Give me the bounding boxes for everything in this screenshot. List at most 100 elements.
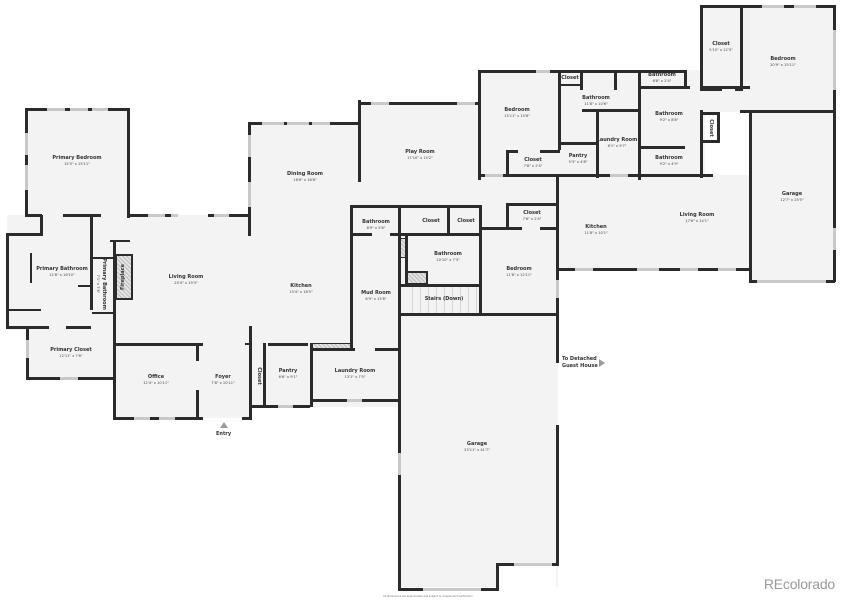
fill-garage-notch (499, 566, 556, 588)
window (485, 174, 503, 177)
window (762, 5, 784, 8)
room-label-closet-tiny: Closet (561, 75, 579, 82)
window (794, 5, 816, 8)
window (25, 133, 28, 155)
window (371, 102, 389, 105)
window (680, 268, 698, 271)
wall (558, 84, 580, 86)
wall (496, 563, 499, 591)
wall (702, 112, 720, 115)
wall (640, 86, 690, 89)
wall (478, 174, 713, 177)
wall (478, 70, 481, 180)
wall (229, 214, 251, 217)
window (556, 280, 559, 298)
window (637, 268, 659, 271)
wall (6, 233, 43, 236)
wall (310, 343, 313, 407)
wall (540, 227, 558, 230)
wall (749, 110, 752, 282)
window (47, 108, 65, 111)
window (833, 30, 836, 90)
room-label-fireplace: Fireplace (120, 263, 127, 291)
wall (390, 233, 402, 236)
wall (398, 313, 401, 590)
wall (401, 233, 481, 236)
entry-arrow-icon (220, 422, 228, 428)
wall (717, 112, 720, 142)
wall (400, 284, 482, 287)
window (134, 417, 150, 420)
wall (113, 343, 203, 346)
fireplace (115, 254, 133, 300)
wall (359, 102, 481, 105)
fill-pantry-laundry (250, 345, 400, 407)
wall (127, 108, 130, 218)
wall (350, 233, 372, 236)
wall (245, 343, 251, 345)
wall (702, 140, 720, 143)
guest-house-label: To Detached Guest House (562, 356, 598, 369)
wall (350, 205, 400, 208)
wall (248, 122, 251, 236)
window (536, 70, 550, 73)
wall (92, 312, 115, 314)
wall (6, 309, 41, 311)
fill-primary-bedroom (26, 109, 128, 215)
fill-garage-main (400, 315, 558, 587)
window (70, 108, 88, 111)
wall (826, 280, 835, 283)
window (575, 268, 593, 271)
room-label-closet-side: Closet (707, 119, 714, 137)
wall (242, 417, 252, 420)
garage-door (757, 280, 826, 283)
wall (506, 150, 518, 153)
dimensions-disclaimer: All dimensions are approximate and subje… (383, 595, 474, 598)
wall (556, 175, 559, 317)
wall (552, 563, 559, 566)
wall (268, 343, 308, 346)
wall (405, 236, 408, 286)
window (718, 268, 736, 271)
window (148, 214, 165, 217)
wall (90, 257, 115, 259)
wall (398, 205, 401, 315)
chase-hatch (406, 271, 428, 285)
fill-office-foyer (115, 343, 250, 418)
wall (196, 343, 199, 361)
wall (165, 214, 171, 217)
guest-house-arrow-icon (599, 359, 605, 367)
window (398, 453, 401, 475)
wall (556, 313, 559, 363)
wall (110, 240, 130, 242)
wall (398, 588, 423, 591)
wall (700, 88, 722, 91)
wall (63, 214, 101, 217)
window (25, 165, 28, 190)
window (248, 182, 251, 207)
room-label-closet-a: Closet (422, 218, 440, 225)
wall (358, 100, 361, 182)
window (287, 122, 309, 125)
window (347, 399, 362, 402)
